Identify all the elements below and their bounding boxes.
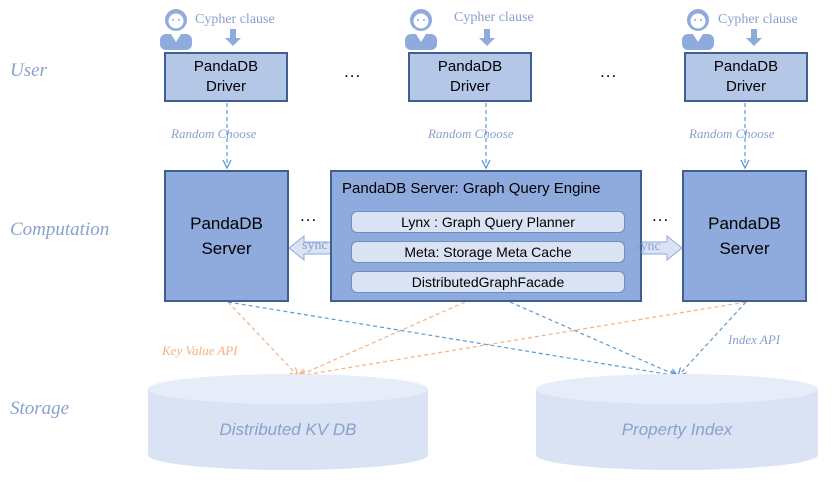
pandadb-server: PandaDB Server bbox=[682, 170, 807, 302]
arrow-down-icon bbox=[479, 29, 495, 46]
more-drivers-ellipsis: ... bbox=[600, 62, 618, 81]
kv-api-arrow bbox=[227, 301, 298, 376]
cypher-clause-label: Cypher clause bbox=[195, 12, 275, 27]
index-api-arrow bbox=[678, 301, 747, 376]
user-icon bbox=[160, 9, 192, 50]
random-choose-label: Random Choose bbox=[428, 126, 514, 141]
sync-label: sync bbox=[302, 238, 328, 253]
more-servers-ellipsis: ... bbox=[300, 206, 318, 225]
random-choose-label: Random Choose bbox=[171, 126, 257, 141]
property-index-cylinder bbox=[536, 374, 818, 470]
kv-api-arrow bbox=[298, 301, 747, 376]
user-icon bbox=[682, 9, 714, 50]
cypher-clause-label: Cypher clause bbox=[454, 10, 534, 25]
key-value-api-label: Key Value API bbox=[162, 343, 238, 358]
kv-api-arrow bbox=[298, 301, 466, 376]
index-api-label: Index API bbox=[728, 332, 781, 347]
property-index-label: Property Index bbox=[621, 420, 733, 439]
lynx-query-planner: Lynx : Graph Query Planner bbox=[351, 211, 625, 233]
server-label: PandaDB bbox=[708, 214, 781, 233]
random-choose-label: Random Choose bbox=[689, 126, 775, 141]
more-drivers-ellipsis: ... bbox=[344, 62, 362, 81]
kv-db-cylinder bbox=[148, 374, 428, 470]
layer-label-storage: Storage bbox=[10, 398, 70, 419]
engine-title: PandaDB Server: Graph Query Engine bbox=[342, 180, 601, 197]
distributed-graph-facade: DistributedGraphFacade bbox=[351, 271, 625, 293]
layer-label-computation: Computation bbox=[10, 219, 110, 240]
driver-label: Driver bbox=[450, 78, 490, 95]
graph-query-engine-server: PandaDB Server: Graph Query Engine Lynx … bbox=[330, 170, 642, 302]
server-label: Server bbox=[719, 239, 770, 258]
server-label: Server bbox=[201, 239, 252, 258]
pandadb-server: PandaDB Server bbox=[164, 170, 289, 302]
kv-db-label: Distributed KV DB bbox=[219, 420, 357, 439]
driver-label: Driver bbox=[726, 78, 766, 95]
driver-label: Driver bbox=[206, 78, 246, 95]
more-servers-ellipsis: ... bbox=[652, 206, 670, 225]
driver-label: PandaDB bbox=[437, 58, 503, 75]
pandadb-driver: PandaDB Driver bbox=[408, 52, 532, 102]
user-icon bbox=[405, 9, 437, 50]
arrow-down-icon bbox=[225, 29, 241, 46]
meta-storage-cache: Meta: Storage Meta Cache bbox=[351, 241, 625, 263]
cypher-clause-label: Cypher clause bbox=[718, 12, 798, 27]
index-api-arrow bbox=[509, 301, 678, 376]
pandadb-driver: PandaDB Driver bbox=[684, 52, 808, 102]
layer-label-user: User bbox=[10, 60, 47, 81]
index-api-arrow bbox=[227, 301, 678, 376]
pandadb-driver: PandaDB Driver bbox=[164, 52, 288, 102]
driver-label: PandaDB bbox=[193, 58, 259, 75]
server-label: PandaDB bbox=[190, 214, 263, 233]
driver-label: PandaDB bbox=[713, 58, 779, 75]
arrow-down-icon bbox=[746, 29, 762, 46]
sync-label: sync bbox=[635, 239, 661, 254]
